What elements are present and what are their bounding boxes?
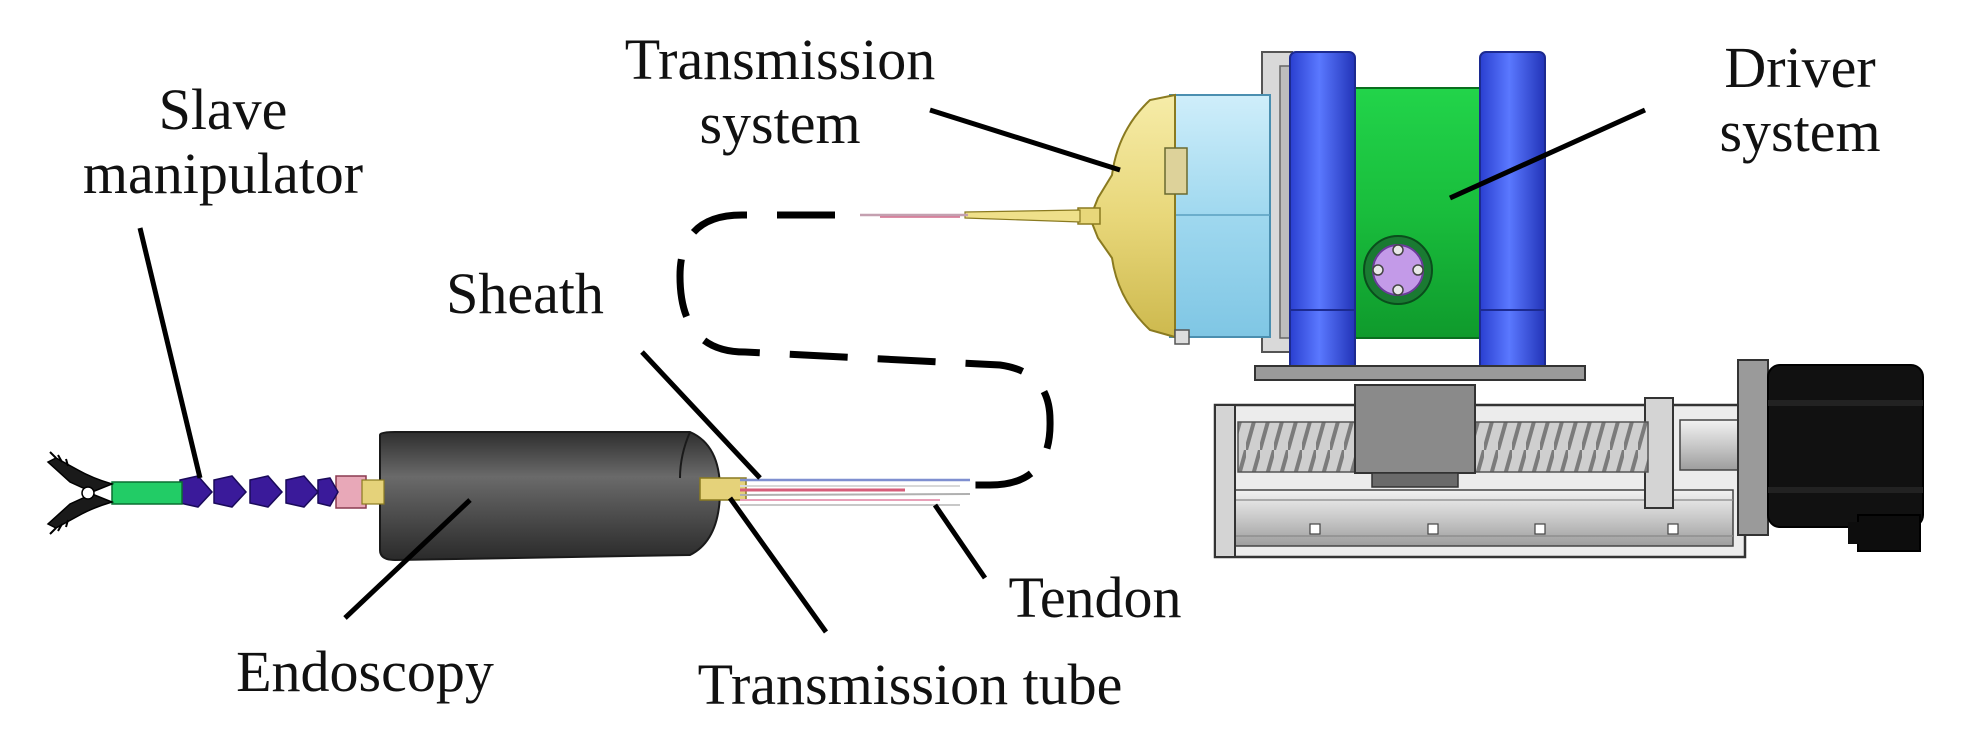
- leader-transmission-tube: [727, 496, 829, 634]
- motor-cap: [1363, 235, 1433, 305]
- endoscope: [379, 431, 722, 562]
- label-driver-line1: Driver: [1724, 35, 1876, 100]
- leader-lines: [137, 107, 1647, 634]
- label-slave-line1: Slave: [158, 77, 288, 142]
- label-driver-system: Driver system: [1680, 36, 1920, 164]
- label-endoscopy: Endoscopy: [210, 640, 520, 704]
- leader-tendon: [932, 503, 988, 580]
- label-transmission-line1: Transmission: [624, 27, 936, 92]
- label-transmission-tube: Transmission tube: [650, 653, 1170, 717]
- driver-system: [1254, 51, 1586, 381]
- label-sheath: Sheath: [425, 262, 625, 326]
- label-sheath-text: Sheath: [446, 261, 604, 326]
- label-transmission-system: Transmission system: [590, 28, 970, 156]
- label-transmission-line2: system: [699, 91, 861, 156]
- label-slave-manipulator: Slave manipulator: [58, 78, 388, 206]
- transmission-tube: [699, 477, 971, 506]
- leader-driver-system: [1448, 107, 1647, 201]
- transmission-system: [860, 93, 1271, 345]
- leader-sheath: [640, 350, 762, 480]
- slave-manipulator: [46, 451, 385, 535]
- tendon-loop-dashed: [676, 211, 1054, 489]
- leader-slave-manipulator: [137, 227, 203, 479]
- label-slave-line2: manipulator: [82, 141, 364, 206]
- stepper-motor: [1767, 364, 1924, 552]
- label-endoscopy-text: Endoscopy: [236, 639, 494, 704]
- linear-stage: [1213, 359, 1769, 559]
- leader-transmission-system: [929, 107, 1121, 173]
- label-transmission-tube-text: Transmission tube: [697, 652, 1123, 717]
- label-tendon: Tendon: [985, 566, 1205, 630]
- label-tendon-text: Tendon: [1008, 565, 1182, 630]
- leader-endoscopy: [343, 498, 472, 620]
- label-driver-line2: system: [1719, 99, 1881, 164]
